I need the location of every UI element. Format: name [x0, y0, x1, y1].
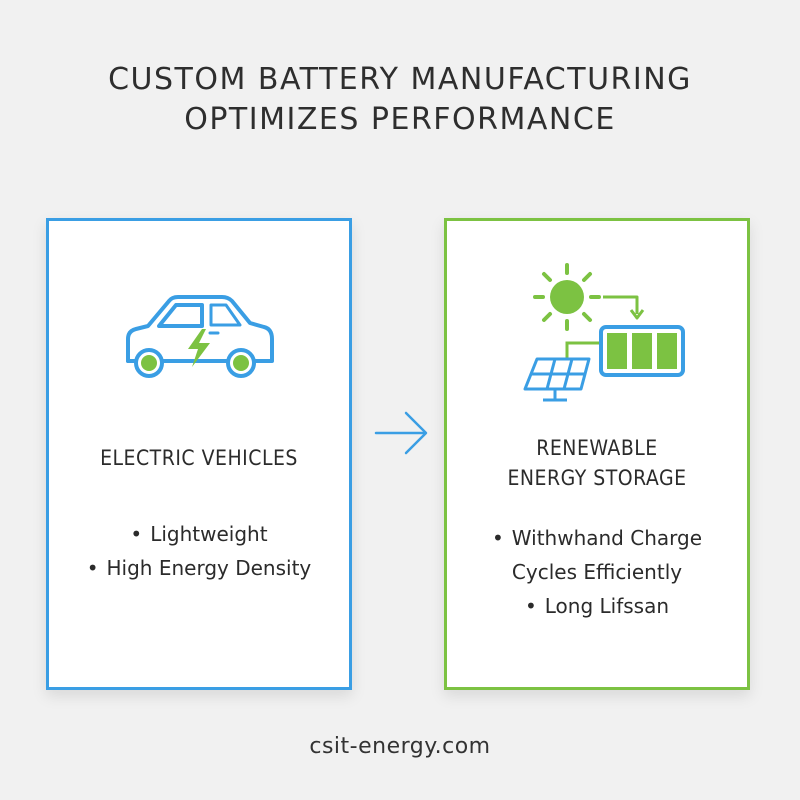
list-item: • Long Lifssan	[447, 589, 747, 623]
sun-icon	[533, 263, 601, 331]
bullet-dot: •	[492, 526, 504, 550]
battery-icon	[599, 325, 685, 377]
title-line-2: OPTIMIZES PERFORMANCE	[184, 102, 616, 137]
card-heading-line: ENERGY STORAGE	[507, 466, 687, 490]
card-heading-line: ELECTRIC VEHICLES	[100, 446, 298, 470]
list-item-text: Cycles Efficiently	[511, 560, 683, 584]
card-heading: RENEWABLE ENERGY STORAGE	[447, 433, 747, 493]
solar-battery-icon	[447, 259, 747, 404]
list-item: • Lightweight	[49, 517, 349, 551]
bullet-dot: •	[86, 556, 99, 580]
renewable-energy-storage-card: RENEWABLE ENERGY STORAGE • Withwhand Char…	[444, 218, 750, 690]
electric-vehicles-card: ELECTRIC VEHICLES • Lightweight • High Ene…	[46, 218, 352, 690]
list-item-text: Lightweight	[150, 522, 268, 546]
solar-panel-icon	[523, 357, 591, 402]
bullet-list: • Withwhand Charge Cycles Efficiently • Lo…	[447, 521, 747, 623]
list-item: • High Energy Density	[49, 551, 349, 585]
list-item-text: Long Lifssan	[544, 594, 670, 618]
list-item-text: High Energy Density	[106, 556, 312, 580]
card-heading-line: RENEWABLE	[536, 436, 658, 460]
title-line-1: CUSTOM BATTERY MANUFACTURING	[108, 62, 692, 97]
electric-car-icon	[49, 289, 349, 399]
right-arrow-icon	[374, 411, 428, 455]
card-heading: ELECTRIC VEHICLES	[49, 443, 349, 473]
list-item-text: Withwhand Charge	[511, 526, 702, 550]
website-url: csit-energy.com	[309, 734, 491, 759]
list-item: • Withwhand Charge	[447, 521, 747, 555]
bullet-list: • Lightweight • High Energy Density	[49, 517, 349, 585]
bullet-dot: •	[524, 594, 537, 618]
bullet-dot: •	[130, 522, 143, 546]
list-item-continuation: Cycles Efficiently	[447, 555, 747, 589]
page-title: CUSTOM BATTERY MANUFACTURING OPTIMIZES P…	[0, 60, 800, 140]
